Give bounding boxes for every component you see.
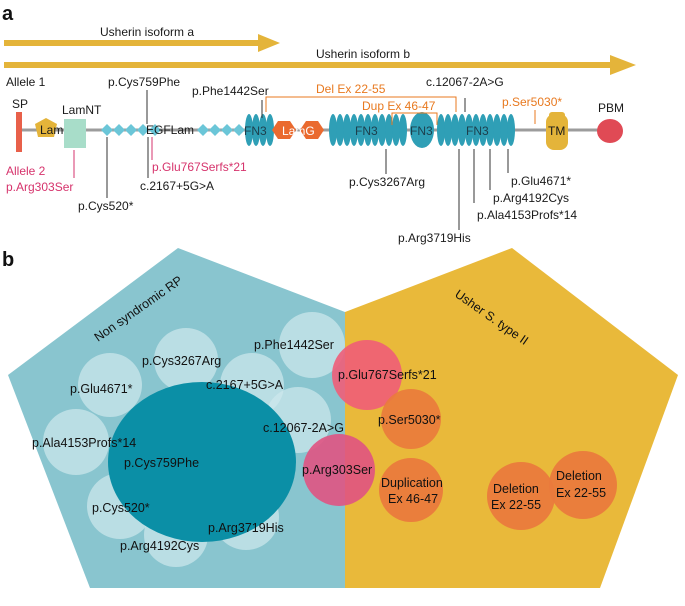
variant-c2167: c.2167+5G>A — [140, 179, 214, 193]
lamnt-domain — [64, 119, 86, 148]
variant-phe1442ser: p.Phe1442Ser — [192, 84, 269, 98]
cys759phe-central-circle — [108, 382, 296, 542]
variant-ser5030: p.Ser5030* — [502, 95, 562, 109]
duplication-line1: Duplication — [381, 476, 443, 490]
pbm-domain — [597, 119, 623, 143]
duplication-line2: Ex 46-47 — [388, 492, 438, 506]
ring-ala4153profs: p.Ala4153Profs*14 — [32, 436, 136, 450]
lamnt-label: LamNT — [62, 103, 102, 117]
allele-1-label: Allele 1 — [6, 75, 46, 89]
fn3-block-3 — [437, 114, 515, 146]
deletion2-line1: Deletion — [556, 469, 602, 483]
variant-cys759phe: p.Cys759Phe — [108, 75, 180, 89]
variant-ala4153profs: p.Ala4153Profs*14 — [477, 208, 577, 222]
variant-arg303ser: p.Arg303Ser — [6, 180, 73, 194]
ring-c2167: c.2167+5G>A — [206, 378, 284, 392]
deletion1-line2: Ex 22-55 — [491, 498, 541, 512]
fn3-label-1: FN3 — [244, 124, 267, 138]
lamgl-domain — [35, 118, 57, 137]
shared-glu767serfs: p.Glu767Serfs*21 — [338, 368, 437, 382]
sp-label: SP — [12, 97, 28, 111]
variant-del-ex-22-55: Del Ex 22-55 — [316, 82, 386, 96]
allele2-markers — [106, 137, 509, 230]
variant-cys520: p.Cys520* — [78, 199, 134, 213]
arg303ser-circle — [303, 434, 375, 506]
fn3-label-4: FN3 — [466, 124, 489, 138]
fn3-oval — [410, 112, 434, 148]
variant-dup-ex-46-47: Dup Ex 46-47 — [362, 99, 436, 113]
fn3-label-2: FN3 — [355, 124, 378, 138]
tm-label: TM — [548, 124, 565, 138]
sp-domain — [16, 112, 22, 152]
pbm-label: PBM — [598, 101, 624, 115]
glu767serfs-circle — [332, 340, 402, 410]
ring-arg3719his: p.Arg3719His — [208, 521, 284, 535]
fn3-block-1 — [245, 114, 274, 146]
ring-glu4671: p.Glu4671* — [70, 382, 133, 396]
duplication-circle — [379, 458, 443, 522]
ring-cys3267arg: p.Cys3267Arg — [142, 354, 221, 368]
egflam-label: EGFLam — [146, 123, 194, 137]
deletion1-line1: Deletion — [493, 482, 539, 496]
egf-lam-repeats — [101, 124, 245, 136]
allele2-pink-markers — [73, 137, 153, 178]
fn3-block-2 — [329, 114, 407, 146]
shared-arg303ser: p.Arg303Ser — [302, 463, 372, 477]
usher-ser5030: p.Ser5030* — [378, 413, 441, 427]
isoform-a-label: Usherin isoform a — [100, 25, 194, 39]
deletion-circle-1 — [487, 462, 555, 530]
panel-b-label: b — [2, 249, 14, 271]
fn3-label-3: FN3 — [410, 124, 433, 138]
variant-arg3719his: p.Arg3719His — [398, 231, 471, 245]
ring-phe1442ser: p.Phe1442Ser — [254, 338, 334, 352]
variant-arg4192cys: p.Arg4192Cys — [493, 191, 569, 205]
ring-cys520: p.Cys520* — [92, 501, 150, 515]
variant-glu767serfs: p.Glu767Serfs*21 — [152, 160, 247, 174]
center-cys759phe: p.Cys759Phe — [124, 456, 199, 470]
deletion-duplication-brackets — [265, 96, 536, 125]
lamg-domain — [272, 121, 324, 139]
ring-arg4192cys: p.Arg4192Cys — [120, 539, 199, 553]
isoform-a-arrow — [4, 34, 280, 52]
panel-a-label: a — [2, 3, 14, 25]
variant-cys3267arg: p.Cys3267Arg — [349, 175, 425, 189]
isoform-b-arrow — [4, 55, 636, 75]
deletion2-line2: Ex 22-55 — [556, 486, 606, 500]
ser5030-circle — [381, 389, 441, 449]
allele-2-label: Allele 2 — [6, 164, 46, 178]
tm-domain — [546, 112, 568, 150]
ring-c12067: c.12067-2A>G — [263, 421, 344, 435]
variant-glu4671: p.Glu4671* — [511, 174, 571, 188]
lamg-label: LamG — [282, 124, 315, 138]
deletion-circle-2 — [549, 451, 617, 519]
allele1-markers — [146, 90, 466, 124]
variant-c12067: c.12067-2A>G — [426, 75, 504, 89]
isoform-b-label: Usherin isoform b — [316, 47, 410, 61]
